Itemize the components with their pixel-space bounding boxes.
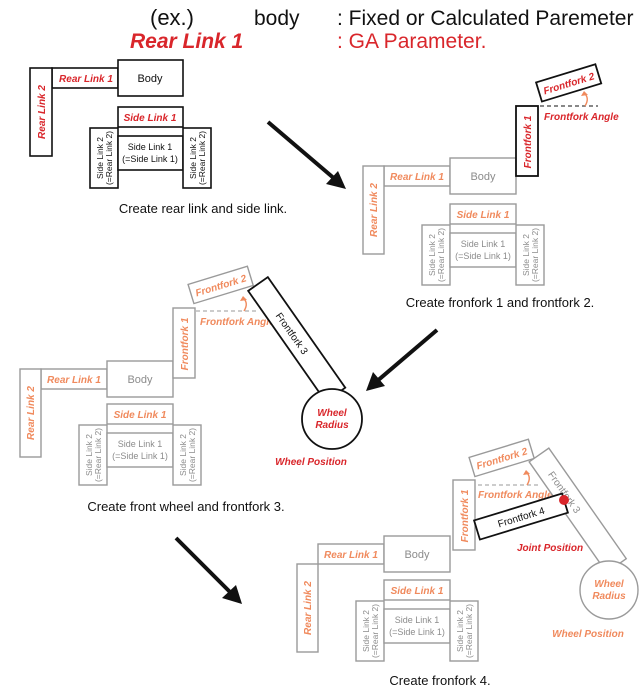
step4-caption: Create fronfork 4. bbox=[389, 673, 490, 688]
step1-body-box bbox=[117, 59, 184, 97]
step2-frontfork-1-box bbox=[515, 105, 539, 177]
step2-body-label: Body bbox=[470, 171, 496, 183]
arrow-step2-to-step3 bbox=[366, 328, 439, 391]
step1-caption: Create rear link and side link. bbox=[119, 201, 287, 216]
step4-side-link-1-inner-paren: (=Side Link 1) bbox=[389, 627, 445, 637]
step3-side-link-1-inner-label: Side Link 1 bbox=[118, 439, 163, 449]
step4-side-link-1-label: Side Link 1 bbox=[391, 586, 444, 597]
step4-frontfork-angle-label: Frontfork Angle bbox=[478, 490, 553, 501]
step4-side-link-2-right-paren: (=Rear Link 2) bbox=[464, 604, 474, 658]
step3-rear-link-2-label: Rear Link 2 bbox=[26, 386, 37, 440]
step3-frontfork-angle-label: Frontfork Angle bbox=[200, 317, 275, 328]
legend: (ex.) body : Fixed or Calculated Paremet… bbox=[130, 5, 633, 53]
step2-side-link-1-box bbox=[449, 203, 517, 225]
step4-side-link-2-left-paren: (=Rear Link 2) bbox=[370, 604, 380, 658]
step3-group: Rear Link 1 Body Rear Link 2 Side Link 1… bbox=[19, 265, 363, 514]
step1-side-link-2-right-paren: (=Rear Link 2) bbox=[197, 131, 207, 185]
step3-wheel-circle bbox=[301, 388, 363, 450]
step3-radius-label: Radius bbox=[315, 420, 349, 431]
step1-rear-link-2-label: Rear Link 2 bbox=[37, 85, 48, 139]
step4-side-link-2-right-box bbox=[449, 600, 479, 662]
step1-side-link-2-left-paren: (=Rear Link 2) bbox=[104, 131, 114, 185]
step4-rear-link-1-label: Rear Link 1 bbox=[324, 550, 378, 561]
step2-side-link-2-right-label: Side Link 2 bbox=[521, 234, 531, 276]
step3-side-link-2-right-box bbox=[172, 424, 202, 486]
step3-frontfork-2-box bbox=[187, 265, 255, 305]
step2-side-link-1-inner-label: Side Link 1 bbox=[461, 239, 506, 249]
step3-body-box bbox=[106, 360, 174, 398]
step4-side-link-2-left-label: Side Link 2 bbox=[361, 610, 371, 652]
step4-frontfork-1-label: Frontfork 1 bbox=[460, 489, 471, 542]
step2-side-link-2-left-label: Side Link 2 bbox=[427, 234, 437, 276]
step3-wheel-label: Wheel bbox=[317, 408, 347, 419]
arrow-step1-to-step2 bbox=[266, 120, 346, 189]
step1-side-link-1-inner-paren: (=Side Link 1) bbox=[122, 154, 178, 164]
step2-frontfork-2-box bbox=[534, 63, 603, 103]
step3-rear-link-1-label: Rear Link 1 bbox=[47, 375, 101, 386]
step4-body-label: Body bbox=[404, 549, 430, 561]
step2-side-link-2-left-paren: (=Rear Link 2) bbox=[436, 228, 446, 282]
step4-side-link-2-right-label: Side Link 2 bbox=[455, 610, 465, 652]
step2-group: Rear Link 1 Body Rear Link 2 Side Link 1… bbox=[362, 63, 619, 310]
legend-ga-desc: : GA Parameter. bbox=[337, 30, 486, 53]
step3-frontfork-1-box bbox=[172, 307, 196, 379]
step4-radius-label: Radius bbox=[592, 591, 626, 602]
legend-ga-word: Rear Link 1 bbox=[130, 30, 243, 53]
step3-rear-link-2-box bbox=[19, 368, 42, 458]
step4-side-link-1-inner-label: Side Link 1 bbox=[395, 615, 440, 625]
step4-joint-position-label: Joint Position bbox=[517, 543, 583, 554]
step4-body-box bbox=[383, 535, 451, 573]
step2-body-box bbox=[449, 157, 517, 195]
step4-wheel-position-label: Wheel Position bbox=[552, 629, 624, 640]
step3-side-link-2-left-label: Side Link 2 bbox=[84, 434, 94, 476]
step1-side-link-1-label: Side Link 1 bbox=[124, 113, 177, 124]
step2-caption: Create fronfork 1 and frontfork 2. bbox=[406, 295, 595, 310]
step4-side-link-1-box bbox=[383, 579, 451, 601]
step1-side-link-1-inner-label: Side Link 1 bbox=[128, 142, 173, 152]
step2-rear-link-1-label: Rear Link 1 bbox=[390, 172, 444, 183]
step3-frontfork-1-label: Frontfork 1 bbox=[180, 317, 191, 370]
step3-side-link-2-right-paren: (=Rear Link 2) bbox=[187, 428, 197, 482]
step3-side-link-2-left-box bbox=[78, 424, 108, 486]
step2-frontfork-1-label: Frontfork 1 bbox=[523, 115, 534, 168]
step1-body-label: Body bbox=[137, 73, 163, 85]
step4-rear-link-2-label: Rear Link 2 bbox=[303, 581, 314, 635]
step2-rear-link-2-box bbox=[362, 165, 385, 255]
step3-side-link-2-right-label: Side Link 2 bbox=[178, 434, 188, 476]
step2-side-link-1-inner-paren: (=Side Link 1) bbox=[455, 251, 511, 261]
step2-side-link-1-label: Side Link 1 bbox=[457, 210, 510, 221]
step1-rear-link-2-box bbox=[29, 67, 53, 157]
step3-caption: Create front wheel and frontfork 3. bbox=[87, 499, 284, 514]
step1-rear-link-1-label: Rear Link 1 bbox=[59, 74, 113, 85]
step1-group: Rear Link 1 Body Rear Link 2 Side Link 1… bbox=[29, 59, 287, 216]
step4-group: Rear Link 1 Body Rear Link 2 Side Link 1… bbox=[296, 438, 639, 688]
step2-side-link-2-right-paren: (=Rear Link 2) bbox=[530, 228, 540, 282]
arrow-step3-to-step4 bbox=[174, 536, 242, 604]
step2-frontfork-angle-label: Frontfork Angle bbox=[544, 112, 619, 123]
step4-wheel-label: Wheel bbox=[594, 579, 624, 590]
step3-side-link-1-inner-paren: (=Side Link 1) bbox=[112, 451, 168, 461]
step3-body-label: Body bbox=[127, 374, 153, 386]
step4-joint-dot bbox=[559, 495, 569, 505]
step3-wheel-position-label: Wheel Position bbox=[275, 457, 347, 468]
step4-frontfork-2-box bbox=[468, 438, 536, 478]
legend-fixed-desc: : Fixed or Calculated Paremeter bbox=[337, 7, 633, 30]
step1-side-link-2-right-box bbox=[182, 127, 212, 189]
legend-example-prefix: (ex.) bbox=[150, 5, 194, 30]
step2-side-link-2-right-box bbox=[515, 224, 545, 286]
step4-rear-link-2-box bbox=[296, 563, 319, 653]
step1-side-link-2-right-label: Side Link 2 bbox=[188, 137, 198, 179]
step3-side-link-2-left-paren: (=Rear Link 2) bbox=[93, 428, 103, 482]
step3-side-link-1-label: Side Link 1 bbox=[114, 410, 167, 421]
step2-rear-link-2-label: Rear Link 2 bbox=[369, 183, 380, 237]
step1-side-link-2-left-box bbox=[89, 127, 119, 189]
step1-side-link-2-left-label: Side Link 2 bbox=[95, 137, 105, 179]
legend-example-word: body bbox=[254, 7, 300, 30]
step4-frontfork-1-box bbox=[452, 479, 476, 551]
step3-side-link-1-box bbox=[106, 403, 174, 425]
step4-wheel-circle bbox=[579, 560, 639, 620]
step1-side-link-1-box bbox=[117, 106, 184, 128]
